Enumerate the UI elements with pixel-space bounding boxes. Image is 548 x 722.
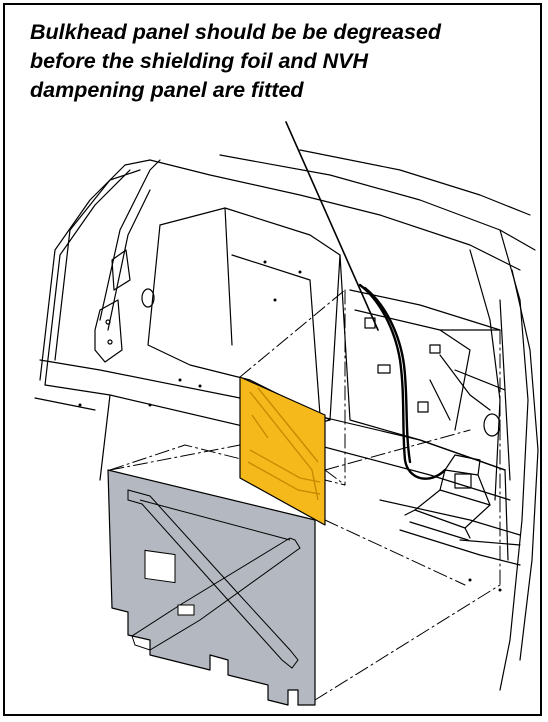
leader-line bbox=[285, 121, 379, 331]
wiring-harness bbox=[358, 283, 447, 480]
shielding-foil bbox=[239, 376, 326, 526]
connectors bbox=[364, 317, 441, 413]
caption: Bulkhead panel should be be degreased be… bbox=[30, 18, 540, 105]
illustration-frame bbox=[3, 3, 542, 716]
caption-line-3: dampening panel are fitted bbox=[30, 78, 304, 102]
pillar-bracket bbox=[94, 249, 131, 363]
caption-line-1: Bulkhead panel should be be degreased bbox=[30, 20, 441, 44]
nvh-dampening-panel bbox=[107, 469, 316, 706]
projection-lines bbox=[109, 289, 501, 701]
body-shell bbox=[39, 149, 539, 691]
fastener-dots bbox=[78, 260, 502, 592]
caption-line-2: before the shielding foil and NVH bbox=[30, 49, 369, 73]
control-module bbox=[404, 454, 491, 541]
